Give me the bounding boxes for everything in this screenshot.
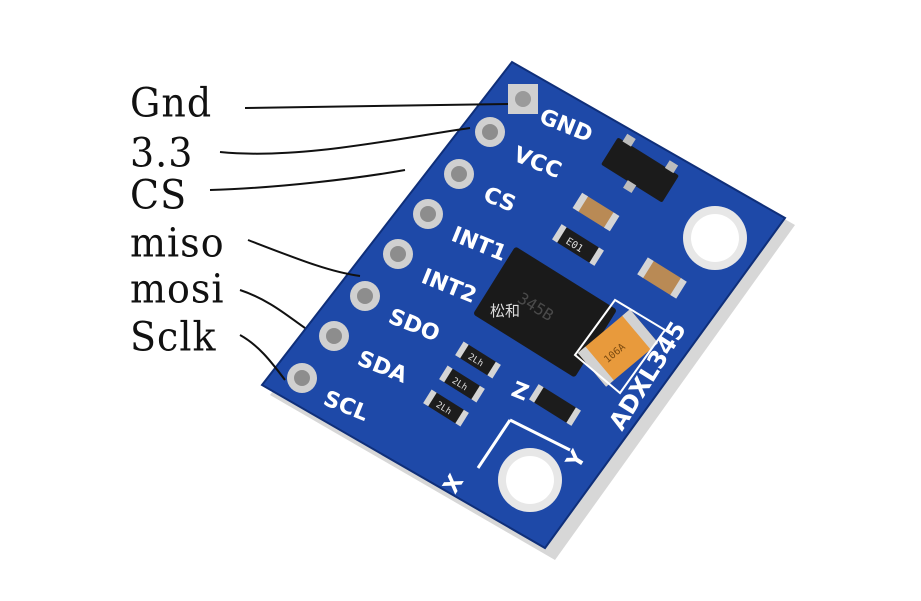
resistor-axis: [529, 384, 581, 426]
pin-hole: [357, 288, 373, 304]
mounting-hole-inner: [691, 214, 739, 262]
resistor: 2Lh: [439, 365, 485, 403]
capacitor-right: [637, 257, 687, 299]
annotation-lines: [209, 103, 509, 381]
handwritten-label-sclk: Sclk: [130, 313, 217, 361]
voltage-regulator: [601, 133, 679, 202]
pin-hole: [482, 124, 498, 140]
adxl345-ic: 345B: [474, 247, 616, 377]
tantalum-capacitor: 106A: [577, 309, 659, 387]
pin-hole: [420, 206, 436, 222]
handwritten-label-mosi: mosi: [130, 265, 225, 313]
handwritten-label-miso: miso: [130, 219, 225, 267]
pin-header: [287, 84, 538, 393]
handwritten-label-cs: CS: [130, 171, 188, 219]
pin-hole: [294, 370, 310, 386]
handwritten-label-3v3: 3.3: [130, 129, 194, 177]
pin-hole: [390, 246, 406, 262]
watermark: 松和: [490, 302, 521, 320]
capacitor: [572, 192, 620, 232]
pin-hole: [326, 328, 342, 344]
pin-hole: [451, 166, 467, 182]
pin-hole: [515, 91, 531, 107]
axis-diagram: [476, 418, 571, 469]
mounting-hole-inner: [506, 456, 554, 504]
chip-outline: [573, 298, 667, 395]
handwritten-label-gnd: Gnd: [130, 79, 213, 127]
resistor: 2Lh: [455, 341, 501, 379]
